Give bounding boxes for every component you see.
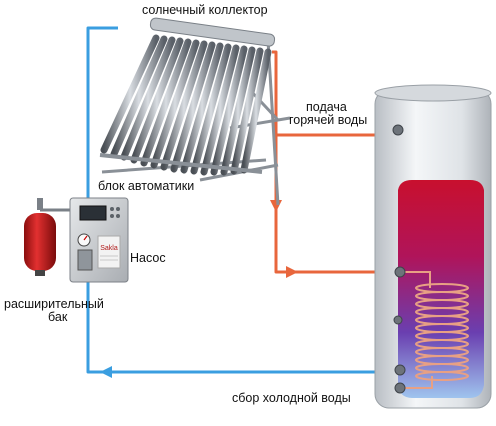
tank-cutaway — [398, 180, 484, 398]
label-pump: Насос — [130, 251, 166, 265]
pipe-arrow-right-icon — [286, 266, 298, 278]
controller-unit: Sakla — [69, 197, 129, 283]
label-expansion-tank-1: расширительный — [4, 297, 104, 311]
storage-tank — [374, 84, 492, 409]
label-hot-supply-1: подача — [306, 100, 347, 114]
pipe-arrow-left-icon — [100, 366, 112, 378]
tank-fittings — [392, 124, 406, 394]
expansion-tank — [24, 198, 72, 276]
pressure-gauge-icon — [77, 233, 91, 247]
pipe-arrow-down-icon — [270, 200, 282, 212]
label-cold-water: сбор холодной воды — [232, 391, 351, 405]
controller-buttons — [110, 207, 120, 218]
label-expansion-tank-2: бак — [48, 310, 68, 324]
heat-exchanger-coil — [402, 271, 469, 389]
solar-collector — [99, 17, 291, 206]
label-control-unit: блок автоматики — [98, 179, 195, 193]
label-solar-collector: солнечный коллектор — [142, 3, 268, 17]
collector-tubes — [100, 34, 272, 176]
controller-brand: Sakla — [100, 245, 118, 252]
label-hot-supply-2: горячей воды — [289, 113, 368, 127]
